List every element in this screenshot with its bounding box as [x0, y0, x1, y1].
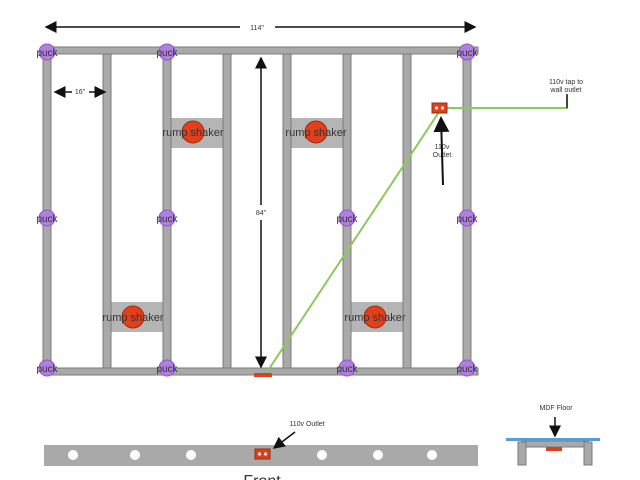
puck-label: puck: [156, 364, 178, 375]
puck-icon: [458, 359, 476, 377]
puck-icon: [158, 43, 176, 61]
puck-icon: [38, 209, 56, 227]
puck-icon: [338, 209, 356, 227]
side-leg-left: [517, 441, 527, 466]
mdf-floor: [506, 438, 600, 441]
frame: rump shaker rump shaker rump shaker rump sh…: [36, 43, 600, 466]
puck-icon: [458, 209, 476, 227]
front-outlet-label: 110v Outlet: [289, 421, 324, 428]
rump-shaker-icon: [304, 120, 328, 144]
puck-hole: [317, 450, 327, 460]
wall-tap-label-2: wall outlet: [549, 87, 581, 94]
outlet-arrow: [433, 116, 450, 186]
outlet-body: [431, 102, 448, 114]
rump-shaker-icon: [363, 305, 387, 329]
spacing-dimension: 16": [75, 89, 86, 96]
puck-hole: [373, 450, 383, 460]
wall-tap-label-1: 110v tap to: [549, 79, 583, 86]
puck-label: puck: [336, 364, 358, 375]
puck-icon: [38, 43, 56, 61]
outlet-hole: [440, 106, 445, 110]
puck-label: puck: [336, 214, 358, 225]
rump-shaker-label: rump shaker: [102, 312, 163, 324]
puck-icon: [38, 359, 56, 377]
puck-label: puck: [36, 364, 58, 375]
top-rail: [43, 46, 479, 55]
stud: [282, 49, 292, 373]
puck-icon: [158, 209, 176, 227]
outlet-icon: [431, 102, 448, 114]
stud: [222, 49, 232, 373]
wire-diagonal: [266, 111, 440, 373]
puck-label: puck: [156, 48, 178, 59]
rump-shaker-label: rump shaker: [285, 127, 346, 139]
front-label: Front: [243, 473, 281, 480]
puck-label: puck: [456, 48, 478, 59]
rump-shaker-icon: [181, 120, 205, 144]
outlet-hole: [257, 452, 262, 456]
front-outlet-icon: [254, 448, 271, 460]
puck-label: puck: [456, 214, 478, 225]
side-top: [521, 440, 589, 448]
floor-outlet-marker: [254, 373, 272, 377]
rump-shaker-label: rump shaker: [162, 127, 223, 139]
puck-label: puck: [36, 48, 58, 59]
puck-hole: [186, 450, 196, 460]
outlet-hole: [263, 452, 268, 456]
side-outlet: [546, 447, 562, 451]
puck-label: puck: [456, 364, 478, 375]
puck-hole: [427, 450, 437, 460]
puck-hole: [68, 450, 78, 460]
puck-icon: [338, 359, 356, 377]
side-leg-right: [583, 441, 593, 466]
front-outlet-arrow: [272, 431, 296, 449]
puck-icon: [458, 43, 476, 61]
rump-shaker-label: rump shaker: [344, 312, 405, 324]
puck-hole: [130, 450, 140, 460]
wire-to-wall: [441, 95, 568, 109]
puck-label: puck: [36, 214, 58, 225]
height-dimension: 84": [256, 210, 267, 217]
puck-label: puck: [156, 214, 178, 225]
outlet-body: [254, 448, 271, 460]
width-dimension: 114": [250, 25, 264, 32]
rump-shaker-icon: [121, 305, 145, 329]
puck-icon: [158, 359, 176, 377]
mdf-floor-label: MDF Floor: [539, 405, 573, 412]
outlet-hole: [434, 106, 439, 110]
